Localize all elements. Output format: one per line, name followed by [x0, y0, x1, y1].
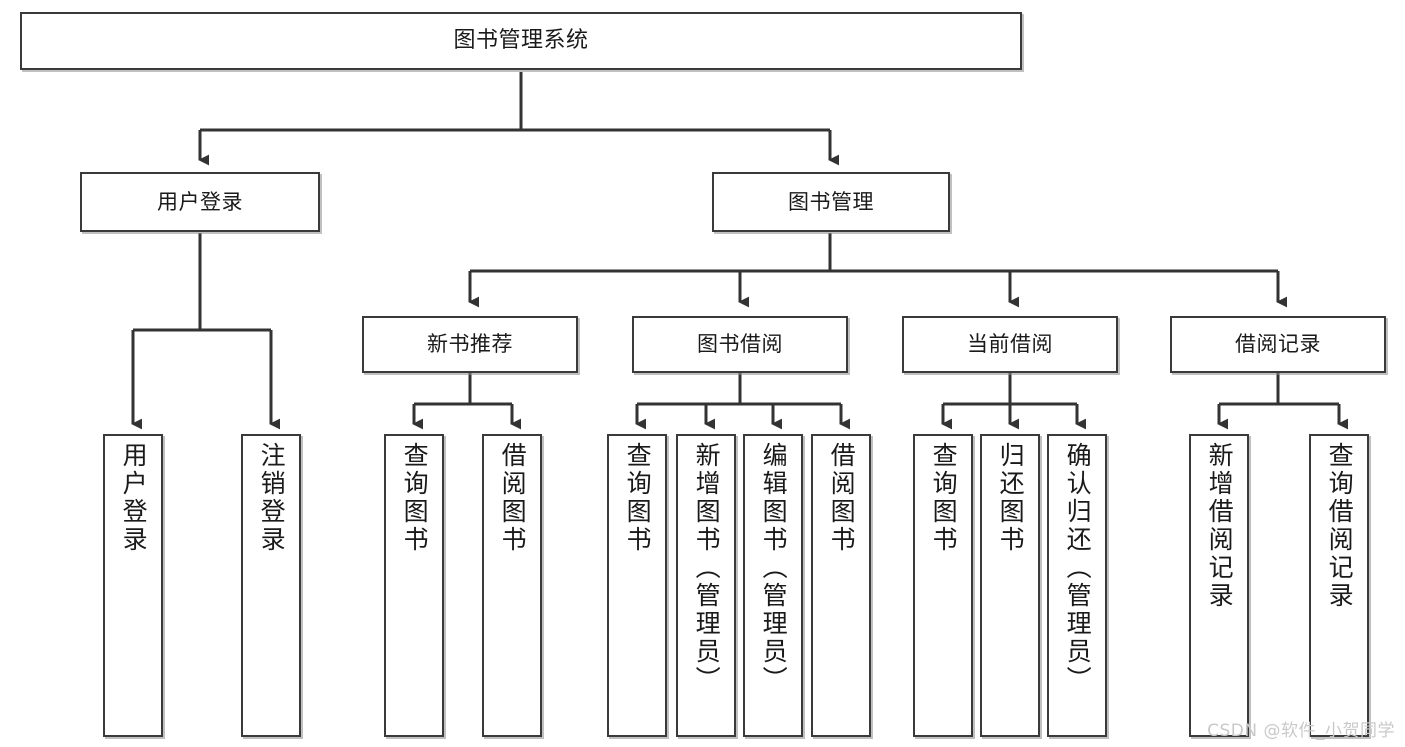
node-leaf-add-record-label: 新增借阅记录: [1205, 442, 1235, 610]
node-leaf-user-login[interactable]: 用户登录: [103, 434, 163, 737]
node-leaf-query-book-3-label: 查询图书: [929, 442, 959, 554]
node-leaf-edit-book[interactable]: 编辑图书（管理员）: [743, 434, 803, 737]
node-borrow-record-label: 借阅记录: [1235, 332, 1321, 357]
node-new-book-recommend-label: 新书推荐: [427, 332, 513, 357]
node-leaf-add-record[interactable]: 新增借阅记录: [1189, 434, 1249, 737]
node-user-login-label: 用户登录: [157, 189, 243, 214]
node-leaf-edit-book-label: 编辑图书（管理员）: [759, 442, 789, 694]
node-book-borrow[interactable]: 图书借阅: [632, 316, 848, 373]
node-leaf-query-book-1-label: 查询图书: [400, 442, 430, 554]
node-leaf-add-book[interactable]: 新增图书（管理员）: [676, 434, 736, 737]
node-leaf-confirm-return[interactable]: 确认归还（管理员）: [1047, 434, 1107, 737]
node-leaf-query-book-3[interactable]: 查询图书: [913, 434, 973, 737]
node-leaf-user-logout-label: 注销登录: [257, 442, 287, 554]
node-leaf-return-book-label: 归还图书: [996, 442, 1026, 554]
node-leaf-user-logout[interactable]: 注销登录: [241, 434, 301, 737]
node-book-manage-label: 图书管理: [788, 189, 874, 214]
node-leaf-borrow-book-2-label: 借阅图书: [827, 442, 857, 554]
node-borrow-record[interactable]: 借阅记录: [1170, 316, 1386, 373]
node-leaf-borrow-book-1[interactable]: 借阅图书: [482, 434, 542, 737]
node-current-borrow[interactable]: 当前借阅: [902, 316, 1118, 373]
node-new-book-recommend[interactable]: 新书推荐: [362, 316, 578, 373]
node-leaf-confirm-return-label: 确认归还（管理员）: [1063, 442, 1093, 694]
node-book-borrow-label: 图书借阅: [697, 332, 783, 357]
node-leaf-borrow-book-2[interactable]: 借阅图书: [811, 434, 871, 737]
node-book-manage[interactable]: 图书管理: [712, 172, 950, 232]
csdn-watermark: CSDN @软件_小贺同学: [1207, 721, 1395, 741]
node-root-label: 图书管理系统: [453, 27, 589, 53]
node-leaf-return-book[interactable]: 归还图书: [980, 434, 1040, 737]
node-leaf-query-book-1[interactable]: 查询图书: [384, 434, 444, 737]
node-user-login[interactable]: 用户登录: [80, 172, 320, 232]
node-leaf-user-login-label: 用户登录: [119, 442, 149, 554]
node-leaf-query-record-label: 查询借阅记录: [1325, 442, 1355, 610]
node-leaf-query-book-2-label: 查询图书: [623, 442, 653, 554]
node-root[interactable]: 图书管理系统: [20, 12, 1022, 70]
node-leaf-query-book-2[interactable]: 查询图书: [607, 434, 667, 737]
node-leaf-query-record[interactable]: 查询借阅记录: [1309, 434, 1369, 737]
node-leaf-borrow-book-1-label: 借阅图书: [498, 442, 528, 554]
node-leaf-add-book-label: 新增图书（管理员）: [692, 442, 722, 694]
node-current-borrow-label: 当前借阅: [967, 332, 1053, 357]
